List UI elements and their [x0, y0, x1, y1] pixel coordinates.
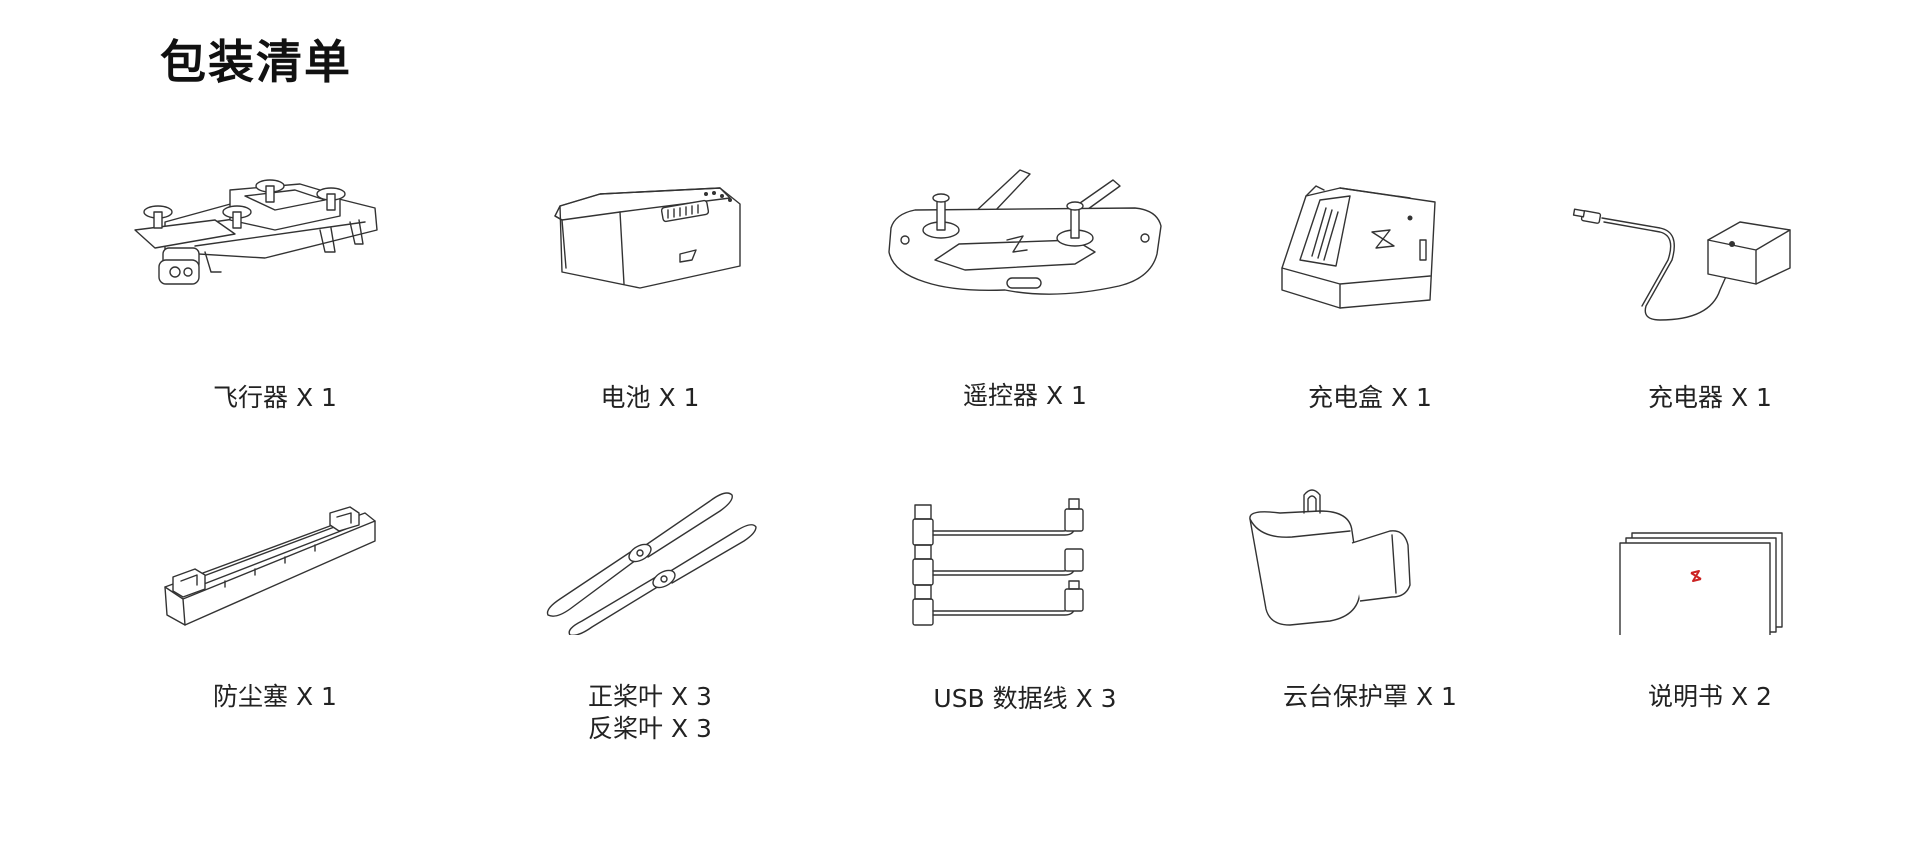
item-label: USB 数据线 X 3	[933, 684, 1117, 713]
charger-icon	[1560, 160, 1860, 330]
item-label: 飞行器 X 1	[213, 383, 337, 412]
page-title: 包装清单	[160, 35, 352, 89]
dust-plug-icon	[125, 465, 425, 635]
item-label: 防尘塞 X 1	[213, 682, 337, 711]
manual-icon	[1560, 465, 1860, 635]
item-remote: 遥控器 X 1	[875, 160, 1175, 440]
item-charging-hub: 充电盒 X 1	[1220, 160, 1520, 440]
item-drone: 飞行器 X 1	[125, 160, 425, 440]
item-label: 说明书 X 2	[1648, 682, 1772, 711]
drone-icon	[125, 160, 425, 330]
usb-cable-icon	[875, 465, 1175, 635]
item-label: 充电器 X 1	[1648, 383, 1772, 412]
propeller-icon	[500, 465, 800, 635]
item-label: 充电盒 X 1	[1308, 383, 1432, 412]
item-gimbal-cover: 云台保护罩 X 1	[1220, 465, 1520, 745]
item-label: 电池 X 1	[600, 383, 700, 412]
charging-hub-icon	[1220, 160, 1520, 330]
item-charger: 充电器 X 1	[1560, 160, 1860, 440]
item-manual: 说明书 X 2	[1560, 465, 1860, 745]
item-dust-plug: 防尘塞 X 1	[125, 465, 425, 745]
remote-controller-icon	[875, 160, 1175, 330]
item-label: 遥控器 X 1	[963, 381, 1087, 410]
item-label: 云台保护罩 X 1	[1283, 682, 1457, 711]
battery-icon	[500, 160, 800, 330]
gimbal-cover-icon	[1220, 465, 1520, 635]
item-battery: 电池 X 1	[500, 160, 800, 440]
item-label: 正桨叶 X 3 反桨叶 X 3	[588, 682, 712, 743]
item-usb-cables: USB 数据线 X 3	[875, 465, 1175, 745]
item-propellers: 正桨叶 X 3 反桨叶 X 3	[500, 465, 800, 745]
